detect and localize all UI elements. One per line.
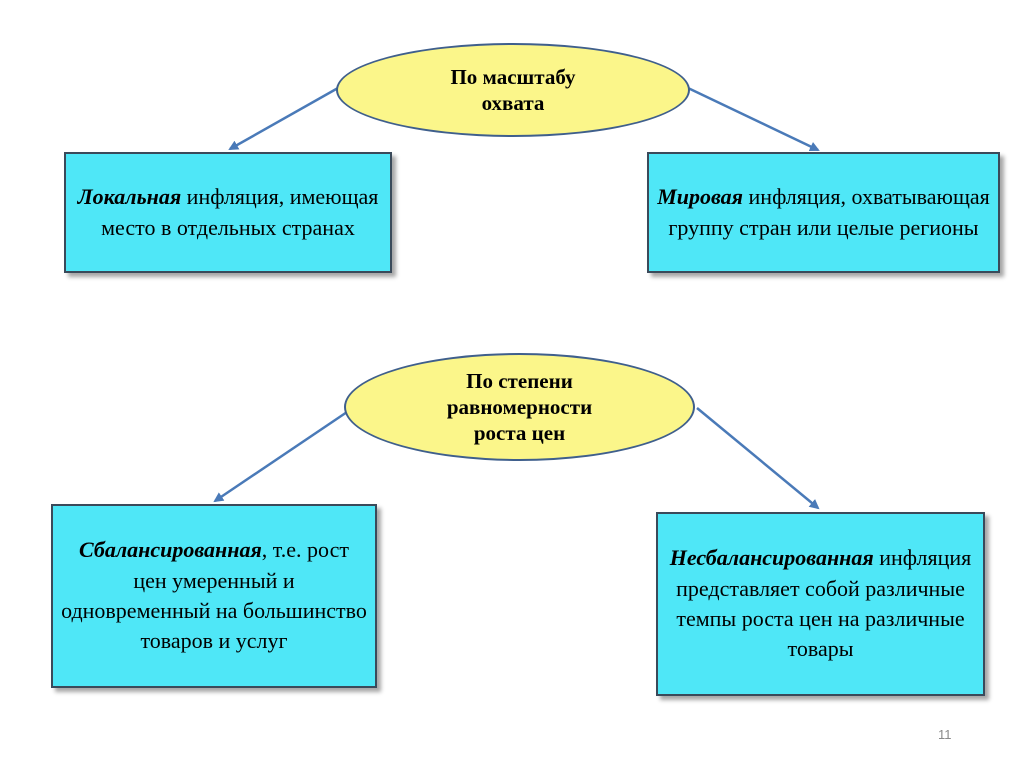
arrow-uniformity-to-balanced	[213, 408, 351, 503]
category-oval-scope: По масштабу охвата	[336, 43, 690, 137]
type-box-world: Мировая инфляция, охватывающая группу ст…	[647, 152, 1000, 273]
slide-number: 11	[938, 727, 952, 742]
arrow-uniformity-to-unbalanced	[696, 407, 820, 510]
category-scope-label: По масштабу охвата	[450, 64, 576, 115]
term-local: Локальная	[77, 184, 182, 210]
desc-unbalanced: инфляция представляет собой различные те…	[676, 545, 972, 662]
arrow-scope-to-local	[228, 86, 339, 151]
type-unbalanced-text: Несбалансированная инфляция представляет…	[666, 543, 975, 664]
desc-balanced: , т.е. рост цен умеренный и одновременны…	[61, 537, 367, 654]
type-box-unbalanced: Несбалансированная инфляция представляет…	[656, 512, 985, 696]
type-box-balanced: Сбалансированная, т.е. рост цен умеренны…	[51, 504, 377, 688]
term-balanced: Сбалансированная	[79, 537, 262, 563]
category-uniformity-label: По степени равномерности роста цен	[446, 368, 593, 446]
type-box-local: Локальная инфляция, имеющая место в отде…	[64, 152, 392, 273]
term-unbalanced: Несбалансированная	[669, 545, 874, 571]
type-local-text: Локальная инфляция, имеющая место в отде…	[74, 182, 382, 243]
term-world: Мировая	[657, 184, 744, 210]
type-balanced-text: Сбалансированная, т.е. рост цен умеренны…	[61, 535, 367, 656]
type-world-text: Мировая инфляция, охватывающая группу ст…	[657, 182, 990, 243]
category-oval-uniformity: По степени равномерности роста цен	[344, 353, 695, 461]
desc-world: инфляция, охватывающая группу стран или …	[668, 184, 990, 240]
desc-local: инфляция, имеющая место в отдельных стра…	[101, 184, 379, 240]
arrow-scope-to-world	[687, 86, 820, 152]
